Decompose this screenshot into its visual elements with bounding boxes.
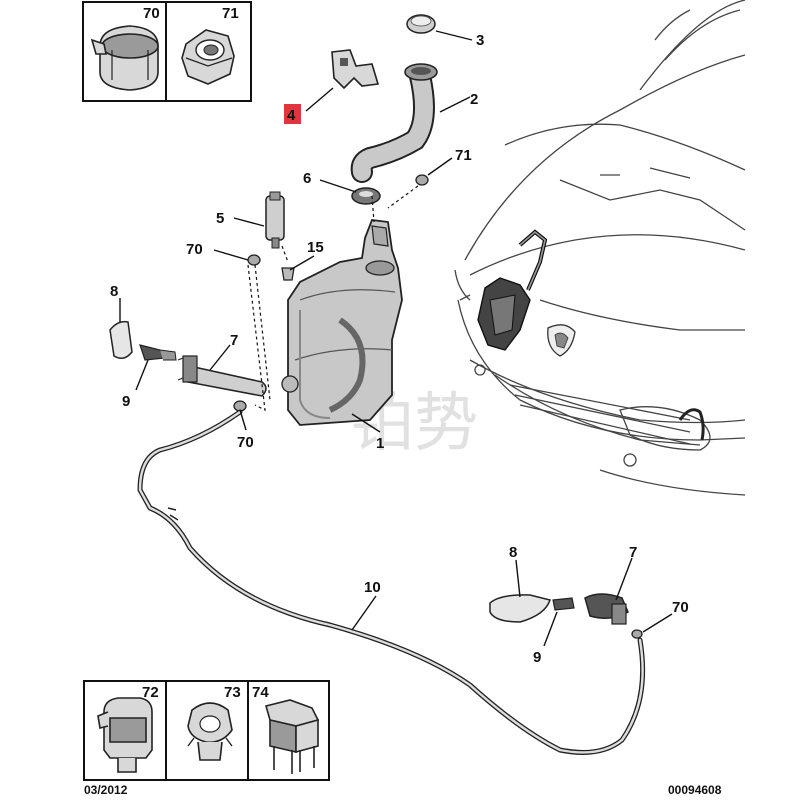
callout-3: 3 (476, 32, 484, 49)
assembly-dashes (247, 185, 419, 412)
callout-5: 5 (216, 210, 224, 227)
inset-top: 70 71 (82, 1, 252, 102)
callout-2: 2 (470, 91, 478, 108)
footer-ref: 00094608 (668, 783, 722, 797)
bracket-4-icon (331, 49, 380, 90)
callout-10: 10 (364, 579, 381, 596)
inset-label-73: 73 (224, 684, 241, 701)
nozzle-cover-8-left-icon (109, 320, 133, 359)
callout-8-a: 8 (110, 283, 118, 300)
inset-label-72: 72 (142, 684, 159, 701)
callout-8-b: 8 (509, 544, 517, 561)
pump-5-icon (265, 191, 285, 249)
clip-73-icon (187, 702, 233, 761)
callout-9-a: 9 (122, 393, 130, 410)
inset-bottom: 72 73 74 (83, 680, 330, 781)
washer-cylinder-7-right-icon (584, 593, 629, 625)
clip-70-small-c-icon (631, 629, 643, 639)
nut-71-icon (181, 29, 235, 85)
inset-label-71: 71 (222, 5, 239, 22)
cap-3-icon (406, 14, 436, 34)
clip-74-icon (265, 699, 320, 774)
clip-70-small-a-icon (247, 254, 261, 266)
clip-72-icon (97, 697, 153, 773)
car-badge-icon (547, 324, 576, 357)
car-washer-bracket-icon (477, 229, 548, 351)
nut-71-small-icon (415, 174, 429, 186)
callout-70-b: 70 (237, 434, 254, 451)
callout-15: 15 (307, 239, 324, 256)
clip-70-icon (90, 25, 159, 91)
filler-neck-2-icon (350, 63, 438, 183)
grommet-15-icon (281, 267, 295, 281)
callout-9-b: 9 (533, 649, 541, 666)
jet-9-left-icon (139, 344, 177, 361)
inset-label-74: 74 (252, 684, 269, 701)
callout-1: 1 (376, 435, 384, 452)
seal-6-icon (351, 187, 381, 205)
callout-71: 71 (455, 147, 472, 164)
reservoir-1-icon (281, 219, 403, 426)
callout-4: 4 (287, 107, 296, 124)
footer-date: 03/2012 (84, 783, 128, 797)
callout-70-a: 70 (186, 241, 203, 258)
hose-10-icon (137, 409, 646, 755)
jet-9-right-icon (552, 597, 575, 611)
car-front-outline (454, 0, 746, 496)
washer-cylinder-7-left-icon (177, 355, 267, 397)
callout-7-a: 7 (230, 332, 238, 349)
callout-7-b: 7 (629, 544, 637, 561)
nozzle-cover-8-right-icon (489, 594, 551, 623)
callout-4-highlight (284, 104, 301, 124)
callout-labels: 3 4 2 6 71 5 70 15 8 7 9 70 1 10 8 7 70 … (110, 32, 689, 666)
callout-70-c: 70 (672, 599, 689, 616)
inset-label-70: 70 (143, 5, 160, 22)
leader-lines (119, 30, 673, 647)
callout-6: 6 (303, 170, 311, 187)
